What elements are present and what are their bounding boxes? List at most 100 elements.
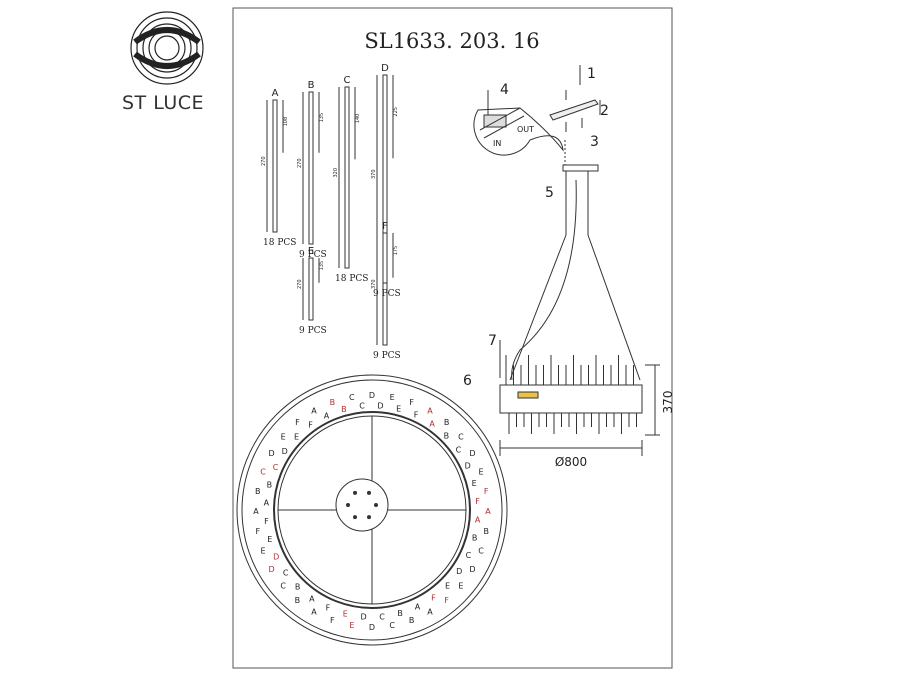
wiring-detail (473, 90, 564, 156)
step-7: 7 (488, 333, 497, 349)
step-5: 5 (545, 185, 554, 201)
hub-hole (353, 515, 357, 520)
ring-label: A (253, 507, 259, 516)
ring-label: B (330, 398, 336, 407)
rod-letter: D (381, 63, 389, 74)
ring-label: C (359, 401, 365, 410)
ring-label: C (349, 393, 355, 402)
ring-label: A (427, 407, 433, 416)
ring-label: D (377, 401, 383, 410)
rod-length: 270 (297, 279, 303, 289)
ring-label: A (415, 603, 421, 612)
ring-label: B (472, 534, 478, 543)
mounting-bracket (549, 65, 601, 165)
ring-label: B (397, 609, 403, 618)
ring-label: E (445, 581, 450, 590)
ring-label: F (330, 616, 335, 625)
ring-label: E (281, 432, 286, 441)
ring-label: E (260, 547, 265, 556)
ring-label: B (444, 418, 450, 427)
ring-label: D (369, 623, 375, 632)
ring-label: E (390, 393, 395, 402)
ring-label: B (267, 480, 273, 489)
ring-label: E (343, 610, 348, 619)
ring-label: E (267, 535, 272, 544)
rod-letter: E (308, 246, 314, 257)
ring-label: D (282, 447, 288, 456)
ring-label: D (268, 565, 274, 574)
hub-hole (367, 515, 371, 520)
rod-length: 370 (371, 169, 377, 179)
ring-label: D (465, 462, 471, 471)
ring-label: C (280, 582, 286, 591)
ring-label: C (273, 463, 279, 472)
hub-hole (367, 490, 371, 495)
ring-label: C (456, 446, 462, 455)
ring-label: B (295, 596, 301, 605)
ring-label: C (389, 621, 395, 630)
ring-label: E (294, 433, 299, 442)
step-3: 3 (590, 134, 599, 150)
ring-label: E (349, 621, 354, 630)
step-4: 4 (500, 82, 509, 98)
chandelier-top-view (236, 374, 508, 646)
rod-count: 18 PCS (263, 238, 296, 248)
rod-letter: F (382, 221, 388, 232)
ring-label: C (379, 613, 385, 622)
hub-hole (346, 503, 350, 507)
brand-logo-icon (112, 8, 222, 118)
ring-label: D (456, 567, 462, 576)
rod-mark: 108 (283, 117, 289, 127)
hub-hole (353, 490, 357, 495)
rod-letter: A (272, 88, 279, 99)
height-dimension: 370 (661, 391, 675, 414)
rod-a: A 18 PCS 270 108 (261, 88, 296, 248)
rod-mark: 135 (319, 113, 325, 123)
ring-label: A (309, 594, 315, 603)
ring-label: A (427, 607, 433, 616)
ring-label: F (414, 411, 419, 420)
hub-hole (374, 503, 378, 507)
ring-label: E (396, 404, 401, 413)
rod-letter: C (344, 75, 351, 86)
rod-count: 9 PCS (373, 351, 401, 361)
sheet-frame (232, 7, 673, 669)
ring-label: C (458, 432, 464, 441)
ring-label: A (311, 607, 317, 616)
ring-label: D (268, 449, 274, 458)
ring-label: F (326, 603, 331, 612)
ring-label: B (444, 432, 450, 441)
ring-label: C (260, 467, 266, 476)
ring-label: F (255, 527, 260, 536)
rod-letter: B (308, 80, 315, 91)
ring-label: B (255, 487, 261, 496)
ring-label: C (478, 547, 484, 556)
ring-label: F (444, 596, 449, 605)
ring-label: C (283, 568, 289, 577)
rod-length: 270 (297, 158, 303, 168)
rod-count: 9 PCS (299, 326, 327, 336)
chandelier-side-view (499, 164, 660, 456)
ring-label: B (341, 405, 347, 414)
ring-label: A (485, 507, 491, 516)
ring-label: B (295, 582, 301, 591)
ring-label: A (429, 420, 435, 429)
model-title: SL1633. 203. 16 (364, 29, 539, 53)
ring-label: E (458, 582, 463, 591)
step-2: 2 (600, 103, 609, 119)
ring-label: D (469, 449, 475, 458)
ring-label: D (273, 552, 279, 561)
step-1: 1 (587, 66, 596, 82)
step-6: 6 (463, 373, 472, 389)
brand-name: ST LUCE (122, 92, 205, 114)
ring-label: F (475, 497, 480, 506)
ring-label: B (409, 616, 415, 625)
rod-length: 270 (261, 156, 267, 166)
ring-label: C (466, 551, 472, 560)
